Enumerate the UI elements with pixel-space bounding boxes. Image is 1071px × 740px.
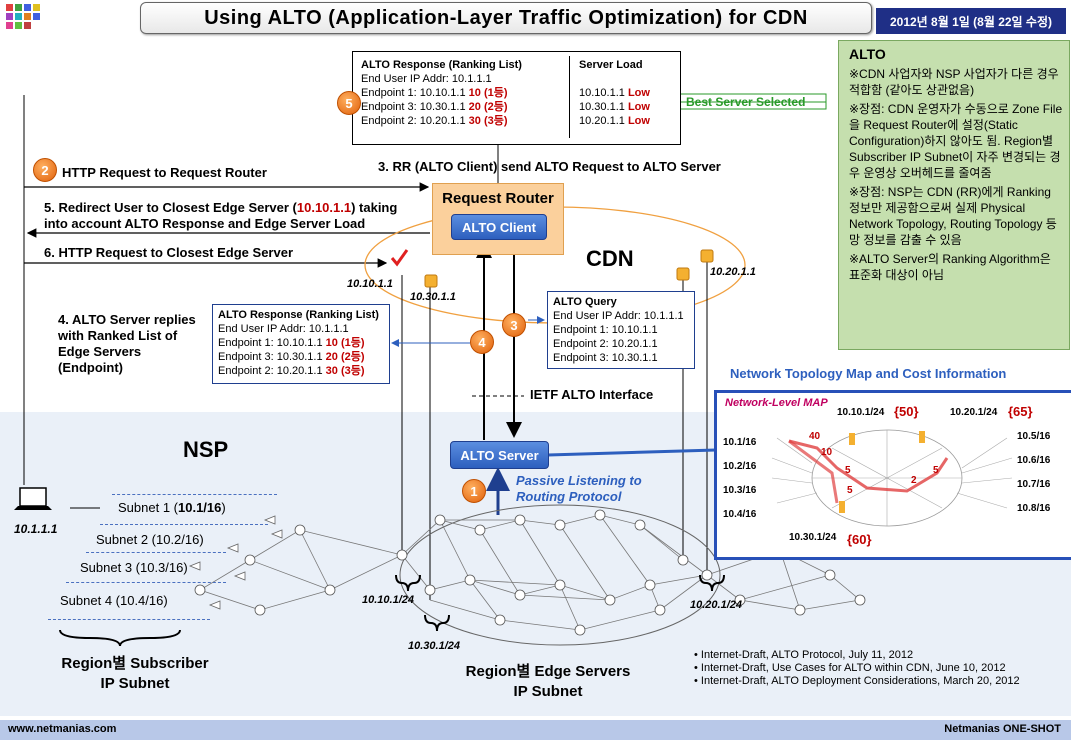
user-ip-label: 10.1.1.1 [14,522,58,536]
response-row: Endpoint 3: 10.30.1.1 20 (2등) [361,101,508,113]
request-router: Request Router ALTO Client [432,183,564,255]
topology-graph [771,429,1013,527]
topo-cost-label: 10 [821,447,833,458]
edge-subnet-a: 10.10.1/24 [362,594,414,606]
footer-site-link[interactable]: www.netmanias.com [8,723,117,735]
alto-panel-item: ※CDN 사업자와 NSP 사업자가 다른 경우 적합함 (같아도 상관없음) [849,67,1059,97]
topo-node-3: 10.30.1/24 [789,532,837,543]
topo-cost-label: 5 [847,485,853,496]
alto-panel-item: ※장점: CDN 운영자가 수동으로 Zone File을 Request Ro… [849,102,1063,180]
alto-panel-item: ※ALTO Server의 Ranking Algorithm은 표준화 대상이… [849,252,1051,282]
subnet-4: Subnet 4 (10.4/16) [60,593,168,608]
edge-subnet-b: 10.30.1/24 [408,640,460,652]
topo-node-2: 10.20.1/24 [950,407,998,418]
topo-cost-1: {50} [894,404,919,419]
nsp-label: NSP [183,437,229,462]
subnet-divider [48,619,210,620]
ietf-interface-label: IETF ALTO Interface [530,387,654,402]
load-row: 10.20.1.1 Low [579,115,650,127]
response-title: ALTO Response (Ranking List) [361,59,522,71]
response-row: Endpoint 1: 10.10.1.1 10 (1등) [361,87,508,99]
topo-cost-3: {60} [847,532,872,547]
step4-label: 4. ALTO Server replies with Ranked List … [58,312,196,375]
step3-badge: 3 [502,313,526,337]
alto-server: ALTO Server [450,441,549,469]
cdn-label: CDN [586,246,634,271]
response-user-ip: End User IP Addr: 10.1.1.1 [361,73,492,85]
server-load-title: Server Load [579,59,643,71]
topology-map: Network-Level MAP 10.10.1/24 {50} 10.20.… [714,390,1071,560]
footer-brand: Netmanias ONE-SHOT [944,723,1061,735]
step5-badge: 5 [337,91,361,115]
request-router-title: Request Router [442,190,554,207]
date-badge: 2012년 8월 1일 (8월 22일 수정) [876,8,1066,34]
load-row: 10.10.1.1 Low [579,87,650,99]
edge-subnet-c: 10.20.1/24 [690,599,742,611]
step5-label: 5. Redirect User to Closest Edge Server … [44,200,398,231]
alto-client: ALTO Client [451,214,547,240]
mid-alto-response-box: ALTO Response (Ranking List) End User IP… [212,304,390,384]
alto-panel-item: ※장점: NSP는 CDN (RR)에게 Ranking 정보만 제공함으로써 … [849,185,1057,247]
references: • Internet-Draft, ALTO Protocol, July 11… [694,649,1020,687]
topo-cost-label: 5 [845,465,851,476]
subnet-1: Subnet 1 (10.1/16) [118,500,226,515]
step6-label: 6. HTTP Request to Closest Edge Server [44,245,293,260]
alto-query-box: ALTO Query End User IP Addr: 10.1.1.1 En… [547,291,695,369]
subnet-2: Subnet 2 (10.2/16) [96,532,204,547]
best-server-label: Best Server Selected [686,95,806,109]
topo-right-subnets: 10.5/16 10.6/16 10.7/16 10.8/16 [1017,431,1051,514]
subnet-divider [86,552,226,553]
region-subscriber-label: Region별 Subscriber IP Subnet [61,655,209,692]
topo-cost-2: {65} [1008,404,1033,419]
step3-label: 3. RR (ALTO Client) send ALTO Request to… [378,159,721,174]
alto-info-panel: ALTO ※CDN 사업자와 NSP 사업자가 다른 경우 적합함 (같아도 상… [838,40,1070,350]
page-title: Using ALTO (Application-Layer Traffic Op… [140,2,872,34]
step2-label: HTTP Request to Request Router [62,165,267,180]
topo-node-1: 10.10.1/24 [837,407,885,418]
alto-panel-heading: ALTO [849,46,886,62]
step1-badge: 1 [462,479,486,503]
topo-left-subnets: 10.1/16 10.2/16 10.3/16 10.4/16 [723,437,757,520]
region-edge-label: Region별 Edge Servers IP Subnet [465,663,631,700]
passive-listening-label: Passive Listening to Routing Protocol [516,473,642,504]
edge-ip-2: 10.30.1.1 [410,291,456,303]
subnet-divider [66,582,226,583]
load-row: 10.30.1.1 Low [579,101,650,113]
topology-title: Network Topology Map and Cost Informatio… [730,366,1007,381]
subnet-3: Subnet 3 (10.3/16) [80,560,188,575]
footer: www.netmanias.com Netmanias ONE-SHOT [0,720,1071,740]
topo-cost-label: 2 [911,475,917,486]
logo-dots [6,4,48,34]
edge-ip-3: 10.20.1.1 [710,266,756,278]
subnet-divider [100,524,268,525]
topo-cost-label: 5 [933,465,939,476]
topo-cost-label: 40 [809,431,821,442]
subnet-divider [112,494,277,495]
top-alto-response-box: ALTO Response (Ranking List) End User IP… [352,51,681,145]
step4-badge: 4 [470,330,494,354]
network-level-map-label: Network-Level MAP [725,397,828,409]
response-row: Endpoint 2: 10.20.1.1 30 (3등) [361,115,508,127]
step2-badge: 2 [33,158,57,182]
edge-ip-1: 10.10.1.1 [347,278,393,290]
